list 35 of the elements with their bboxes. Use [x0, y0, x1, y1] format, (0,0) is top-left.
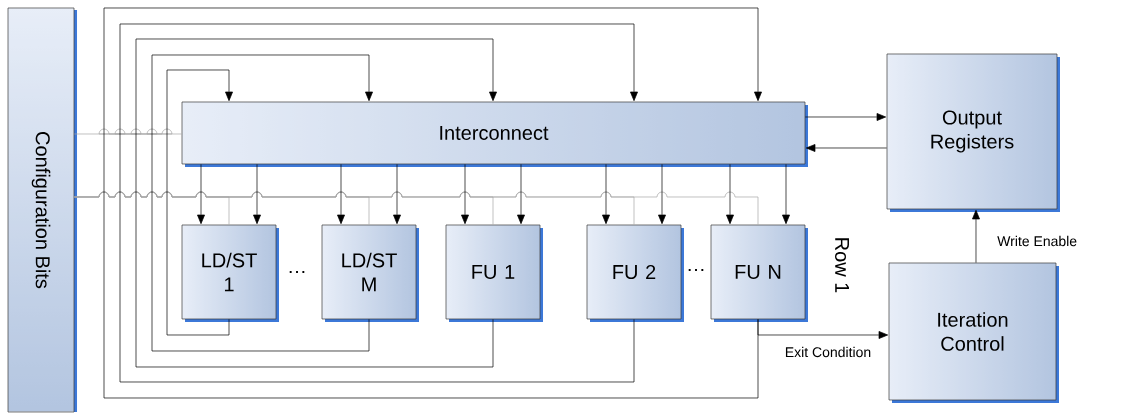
process-box: LD/ST M: [321, 224, 419, 322]
edge-label: Exit Condition: [783, 345, 873, 359]
interconnect-bar: Interconnect: [181, 101, 808, 167]
arrow: [602, 164, 610, 225]
connector-line: [74, 191, 759, 225]
process-box: Iteration Control: [888, 262, 1059, 403]
edge-label: Write Enable: [996, 234, 1079, 248]
arrow: [166, 69, 233, 336]
arrow: [757, 319, 889, 339]
arrow: [197, 164, 205, 225]
row-label: Row 1: [835, 238, 849, 293]
arrow: [805, 113, 887, 121]
ellipsis: …: [289, 270, 305, 274]
arrow: [461, 164, 469, 225]
arrow: [972, 209, 980, 263]
arrow: [103, 7, 762, 399]
connector-line: [74, 128, 182, 135]
arrow: [517, 164, 525, 225]
arrow: [337, 164, 345, 225]
process-box: LD/ST 1: [181, 224, 279, 322]
arrow: [658, 164, 666, 225]
arrow: [135, 38, 497, 368]
arrow: [782, 164, 790, 225]
ellipsis: …: [688, 268, 704, 272]
process-box: Output Registers: [886, 53, 1060, 212]
process-box: FU 2: [586, 224, 684, 322]
arrow: [805, 144, 887, 152]
process-box: FU N: [710, 224, 808, 322]
arrow: [726, 164, 734, 225]
arrow: [119, 23, 638, 383]
configuration-bar: Configuration Bits: [7, 7, 77, 413]
arrow: [253, 164, 261, 225]
arrow: [151, 54, 373, 352]
arrow: [393, 164, 401, 225]
process-box: FU 1: [445, 224, 543, 322]
